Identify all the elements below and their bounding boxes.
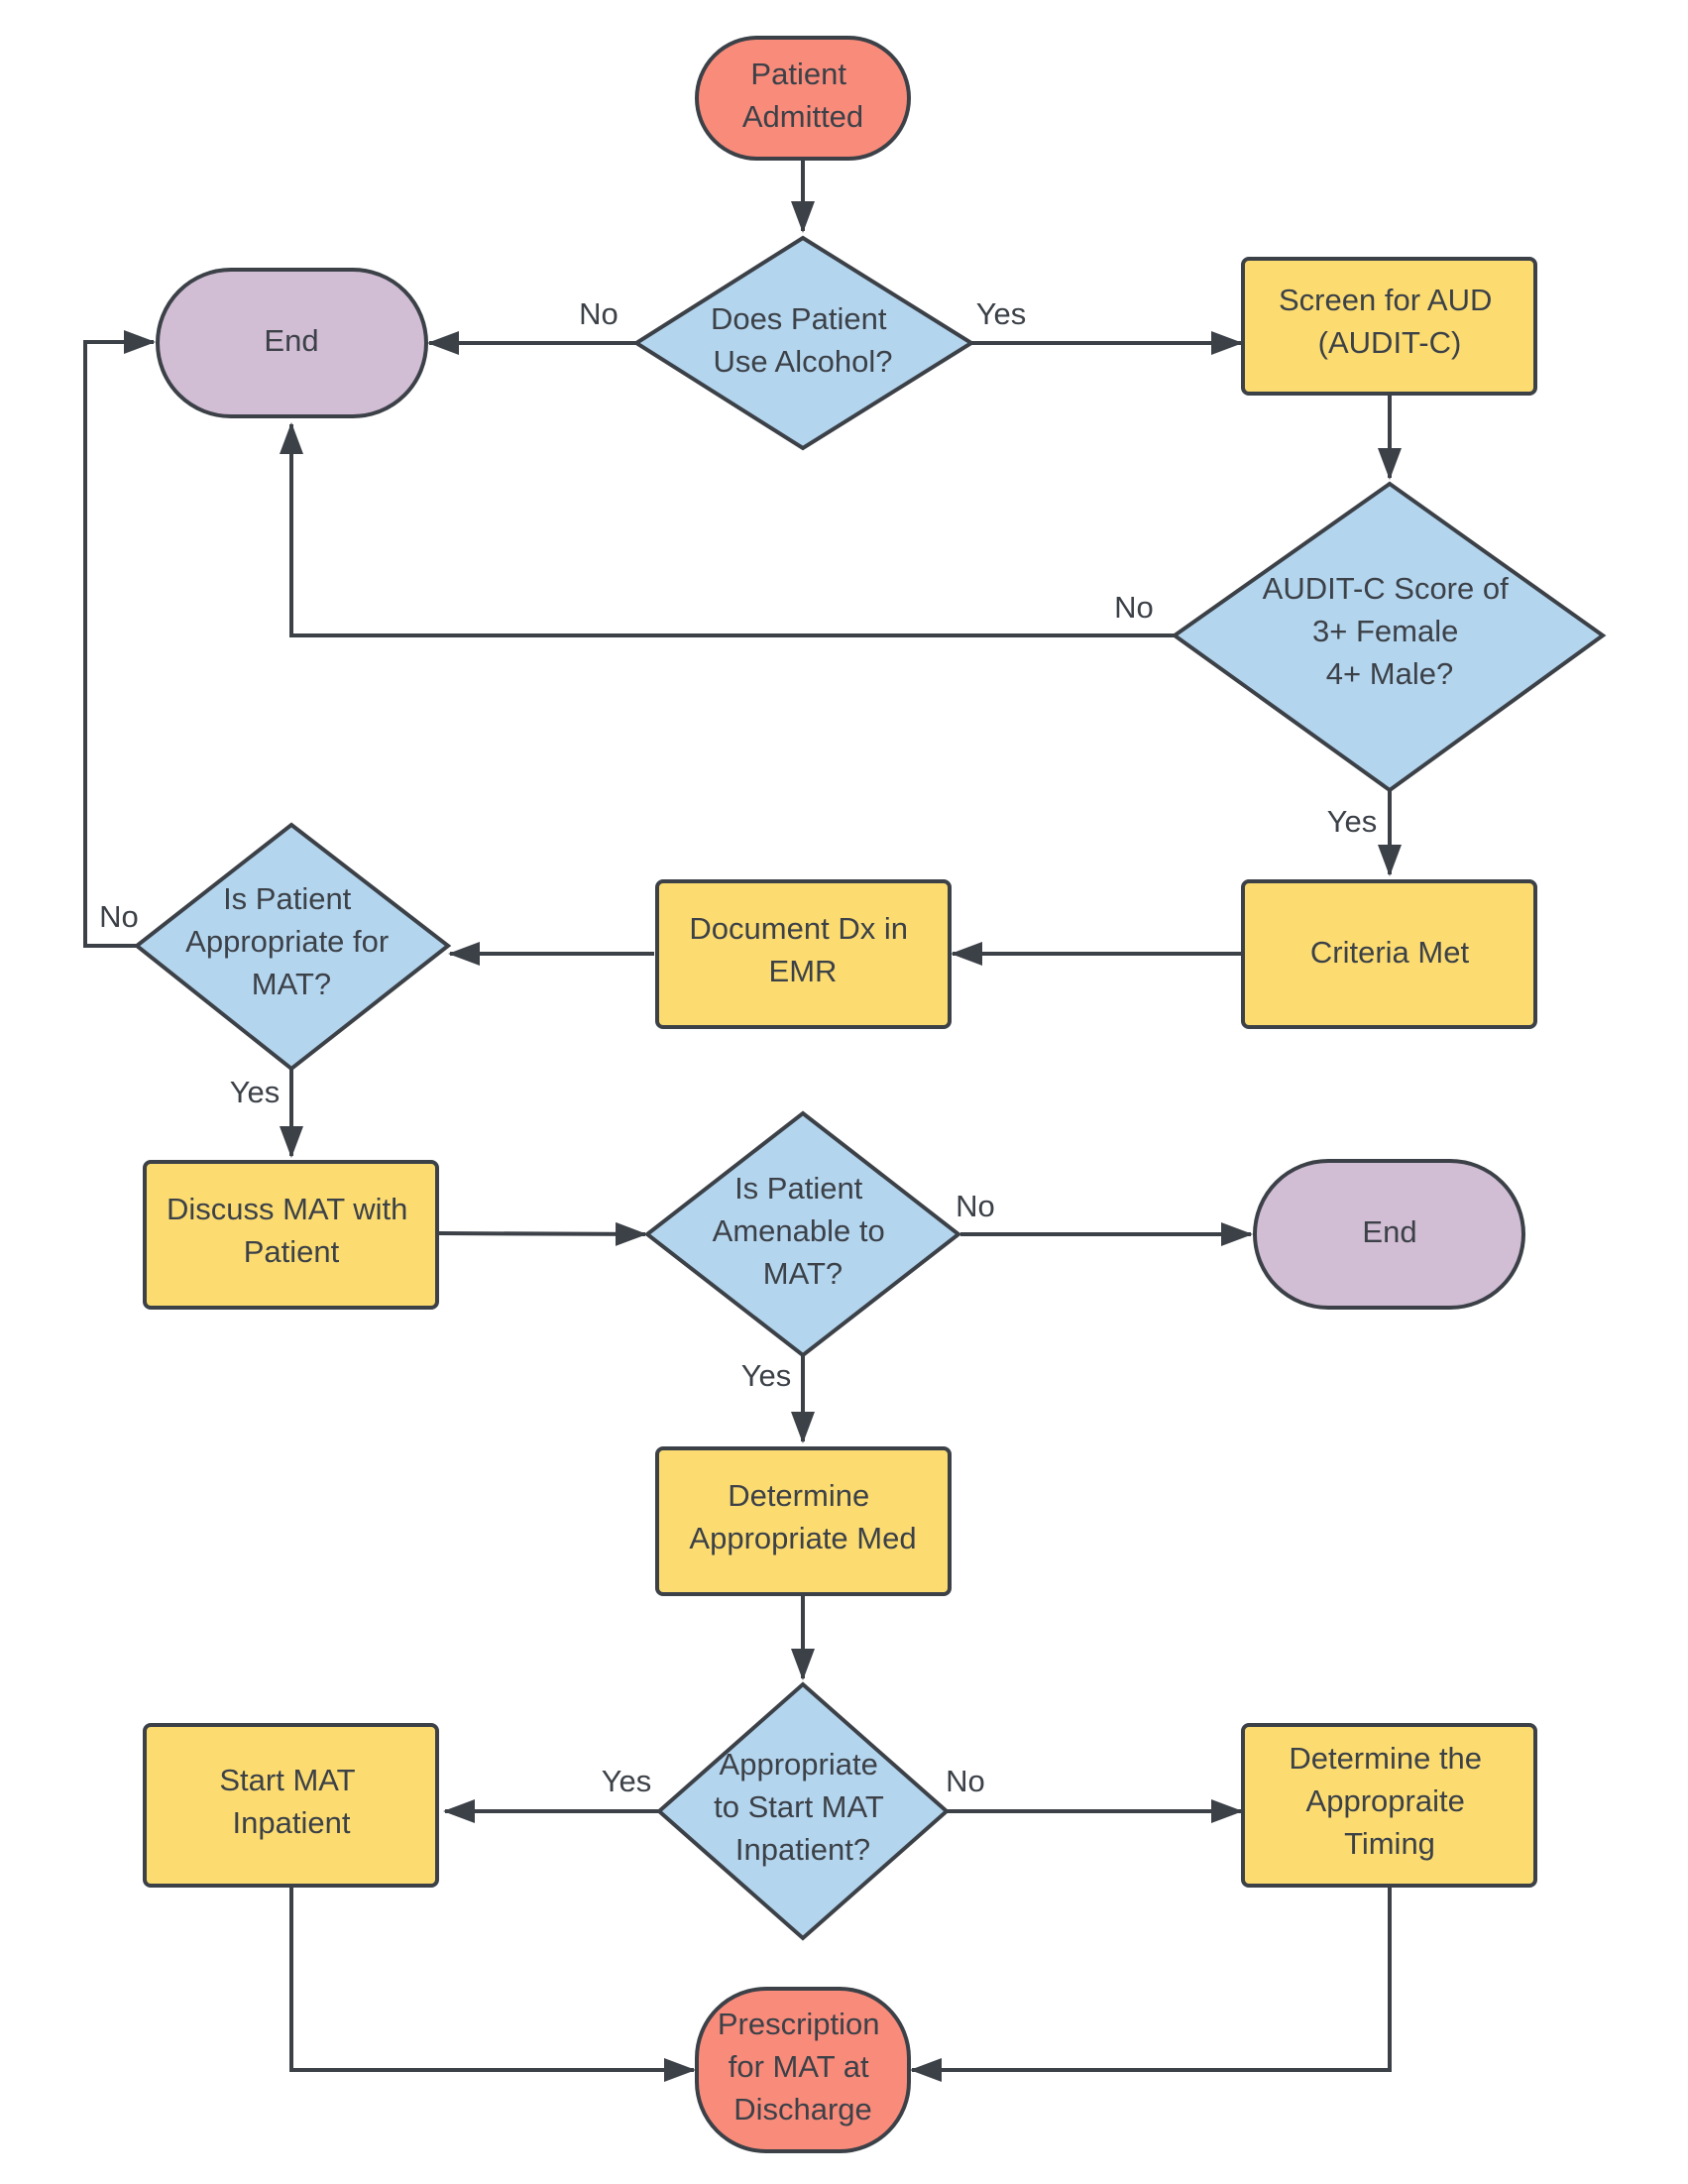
edge-start-inpatient-to-prescription [289,1886,696,2082]
is-patient-amenable-decision [643,1110,962,1358]
determine-med-label: Determine Appropriate Med [689,1478,916,1555]
end-right-label: End [1362,1214,1416,1249]
document-dx-process [655,879,952,1029]
determine-timing-process [1241,1723,1537,1888]
edge-labels: No Yes No Yes No Yes No Yes Yes No [99,296,1377,1798]
start-mat-inpatient-process [143,1723,439,1888]
patient-admitted-terminal [695,36,911,161]
appropriate-to-start-label: Appropriate to Start MAT Inpatient? [714,1747,892,1867]
is-patient-appropriate-decision [133,822,452,1072]
edge-label-amenable-no: No [956,1189,995,1223]
patient-admitted-label: Patient Admitted [742,57,863,134]
does-patient-use-alcohol-decision [632,235,975,451]
edge-label-amenable-yes: Yes [741,1358,792,1393]
prescription-discharge-label: Prescription for MAT at Discharge [718,2007,888,2127]
edge-label-start-no: No [946,1764,985,1798]
screen-for-aud-label: Screen for AUD (AUDIT-C) [1279,283,1501,360]
edge-discuss-to-amenable [438,1221,647,1246]
prescription-discharge-terminal [695,1987,911,2153]
end-top-terminal [156,268,428,418]
edges [83,159,1402,2082]
edge-label-appropriate-yes: Yes [230,1075,281,1109]
document-dx-label: Document Dx in EMR [689,911,916,988]
edge-timing-to-prescription [910,1886,1392,2082]
is-patient-amenable-label: Is Patient Amenable to MAT? [713,1171,894,1291]
start-mat-inpatient-label: Start MAT Inpatient [219,1763,363,1840]
discuss-mat-label: Discuss MAT with Patient [167,1192,416,1269]
edge-label-audit-no: No [1114,590,1154,625]
edge-label-appropriate-no: No [99,899,139,934]
audit-c-score-decision [1171,481,1607,793]
edge-label-alcohol-no: No [579,296,619,331]
criteria-met-label: Criteria Met [1310,935,1470,970]
nodes: Patient Admitted Does Patient Use Alcoho… [133,36,1607,2153]
end-right-terminal [1253,1159,1525,1310]
does-patient-use-alcohol-label: Does Patient Use Alcohol? [711,301,895,379]
discuss-mat-process [143,1160,439,1310]
audit-c-score-label: AUDIT-C Score of 3+ Female 4+ Male? [1263,571,1518,691]
edge-label-start-yes: Yes [602,1764,652,1798]
edge-label-audit-yes: Yes [1327,804,1378,839]
edge-label-alcohol-yes: Yes [976,296,1027,331]
edge-appropriate-no-to-end [83,330,156,948]
end-top-label: End [264,323,318,358]
is-patient-appropriate-label: Is Patient Appropriate for MAT? [185,881,397,1001]
criteria-met-process [1241,879,1537,1029]
determine-med-process [655,1446,952,1596]
edge-audit-no-to-end [280,422,1175,637]
appropriate-to-start-decision [655,1681,951,1941]
screen-for-aud-process [1241,257,1537,396]
determine-timing-label: Determine the Appropraite Timing [1289,1741,1490,1861]
